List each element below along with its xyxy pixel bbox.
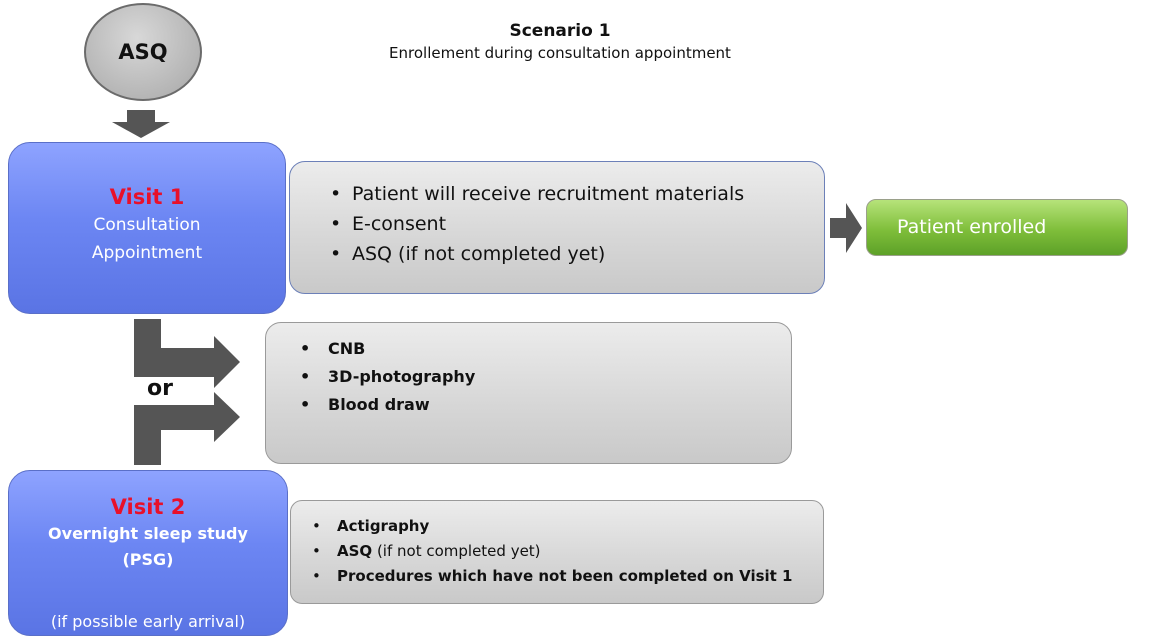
list-item: CNB [300, 335, 791, 363]
visit1-title: Visit 1 [109, 185, 185, 209]
item-text-bold: ASQ [337, 542, 373, 560]
visit2-line2: (PSG) [122, 550, 174, 569]
visit1-line1: Consultation [93, 215, 201, 235]
diagram-title: Scenario 1 [509, 21, 611, 41]
visit2-note: (if possible early arrival) [50, 612, 246, 631]
visit2-details-list: Actigraphy ASQ (if not completed yet) Pr… [312, 514, 823, 589]
visit1-node: Visit 1 Consultation Appointment [8, 142, 286, 314]
visit1-line2: Appointment [91, 243, 203, 263]
item-text-rest: (if not completed yet) [372, 542, 541, 560]
list-item: Blood draw [300, 391, 791, 419]
list-item: ASQ (if not completed yet) [312, 539, 823, 564]
patient-enrolled-node: Patient enrolled [866, 199, 1128, 256]
branch-arrow-lower [134, 392, 240, 465]
visit2-node: Visit 2 Overnight sleep study (PSG) (if … [8, 470, 288, 636]
diagram-subtitle: Enrollement during consultation appointm… [389, 44, 731, 62]
item-text: Actigraphy [337, 517, 430, 535]
down-arrow [112, 110, 170, 138]
list-item: Actigraphy [312, 514, 823, 539]
list-item: E-consent [330, 209, 824, 239]
asq-node: ASQ [84, 3, 202, 101]
list-item: 3D-photography [300, 363, 791, 391]
diagram-title-block: Scenario 1 Enrollement during consultati… [300, 20, 820, 64]
or-label: or [147, 376, 173, 401]
procedures-box: CNB 3D-photography Blood draw [265, 322, 792, 464]
item-text: Procedures which have not been completed… [337, 567, 793, 585]
branch-arrow-upper [134, 319, 240, 388]
right-arrow-enrolled [830, 203, 862, 253]
visit2-line1: Overnight sleep study [48, 524, 248, 543]
asq-label: ASQ [118, 40, 168, 64]
visit2-details-box: Actigraphy ASQ (if not completed yet) Pr… [290, 500, 824, 604]
visit1-details-box: Patient will receive recruitment materia… [289, 161, 825, 294]
list-item: ASQ (if not completed yet) [330, 239, 824, 269]
visit2-title: Visit 2 [110, 495, 186, 519]
procedures-list: CNB 3D-photography Blood draw [300, 335, 791, 419]
visit1-details-list: Patient will receive recruitment materia… [330, 179, 824, 269]
list-item: Patient will receive recruitment materia… [330, 179, 824, 209]
list-item: Procedures which have not been completed… [312, 564, 823, 589]
